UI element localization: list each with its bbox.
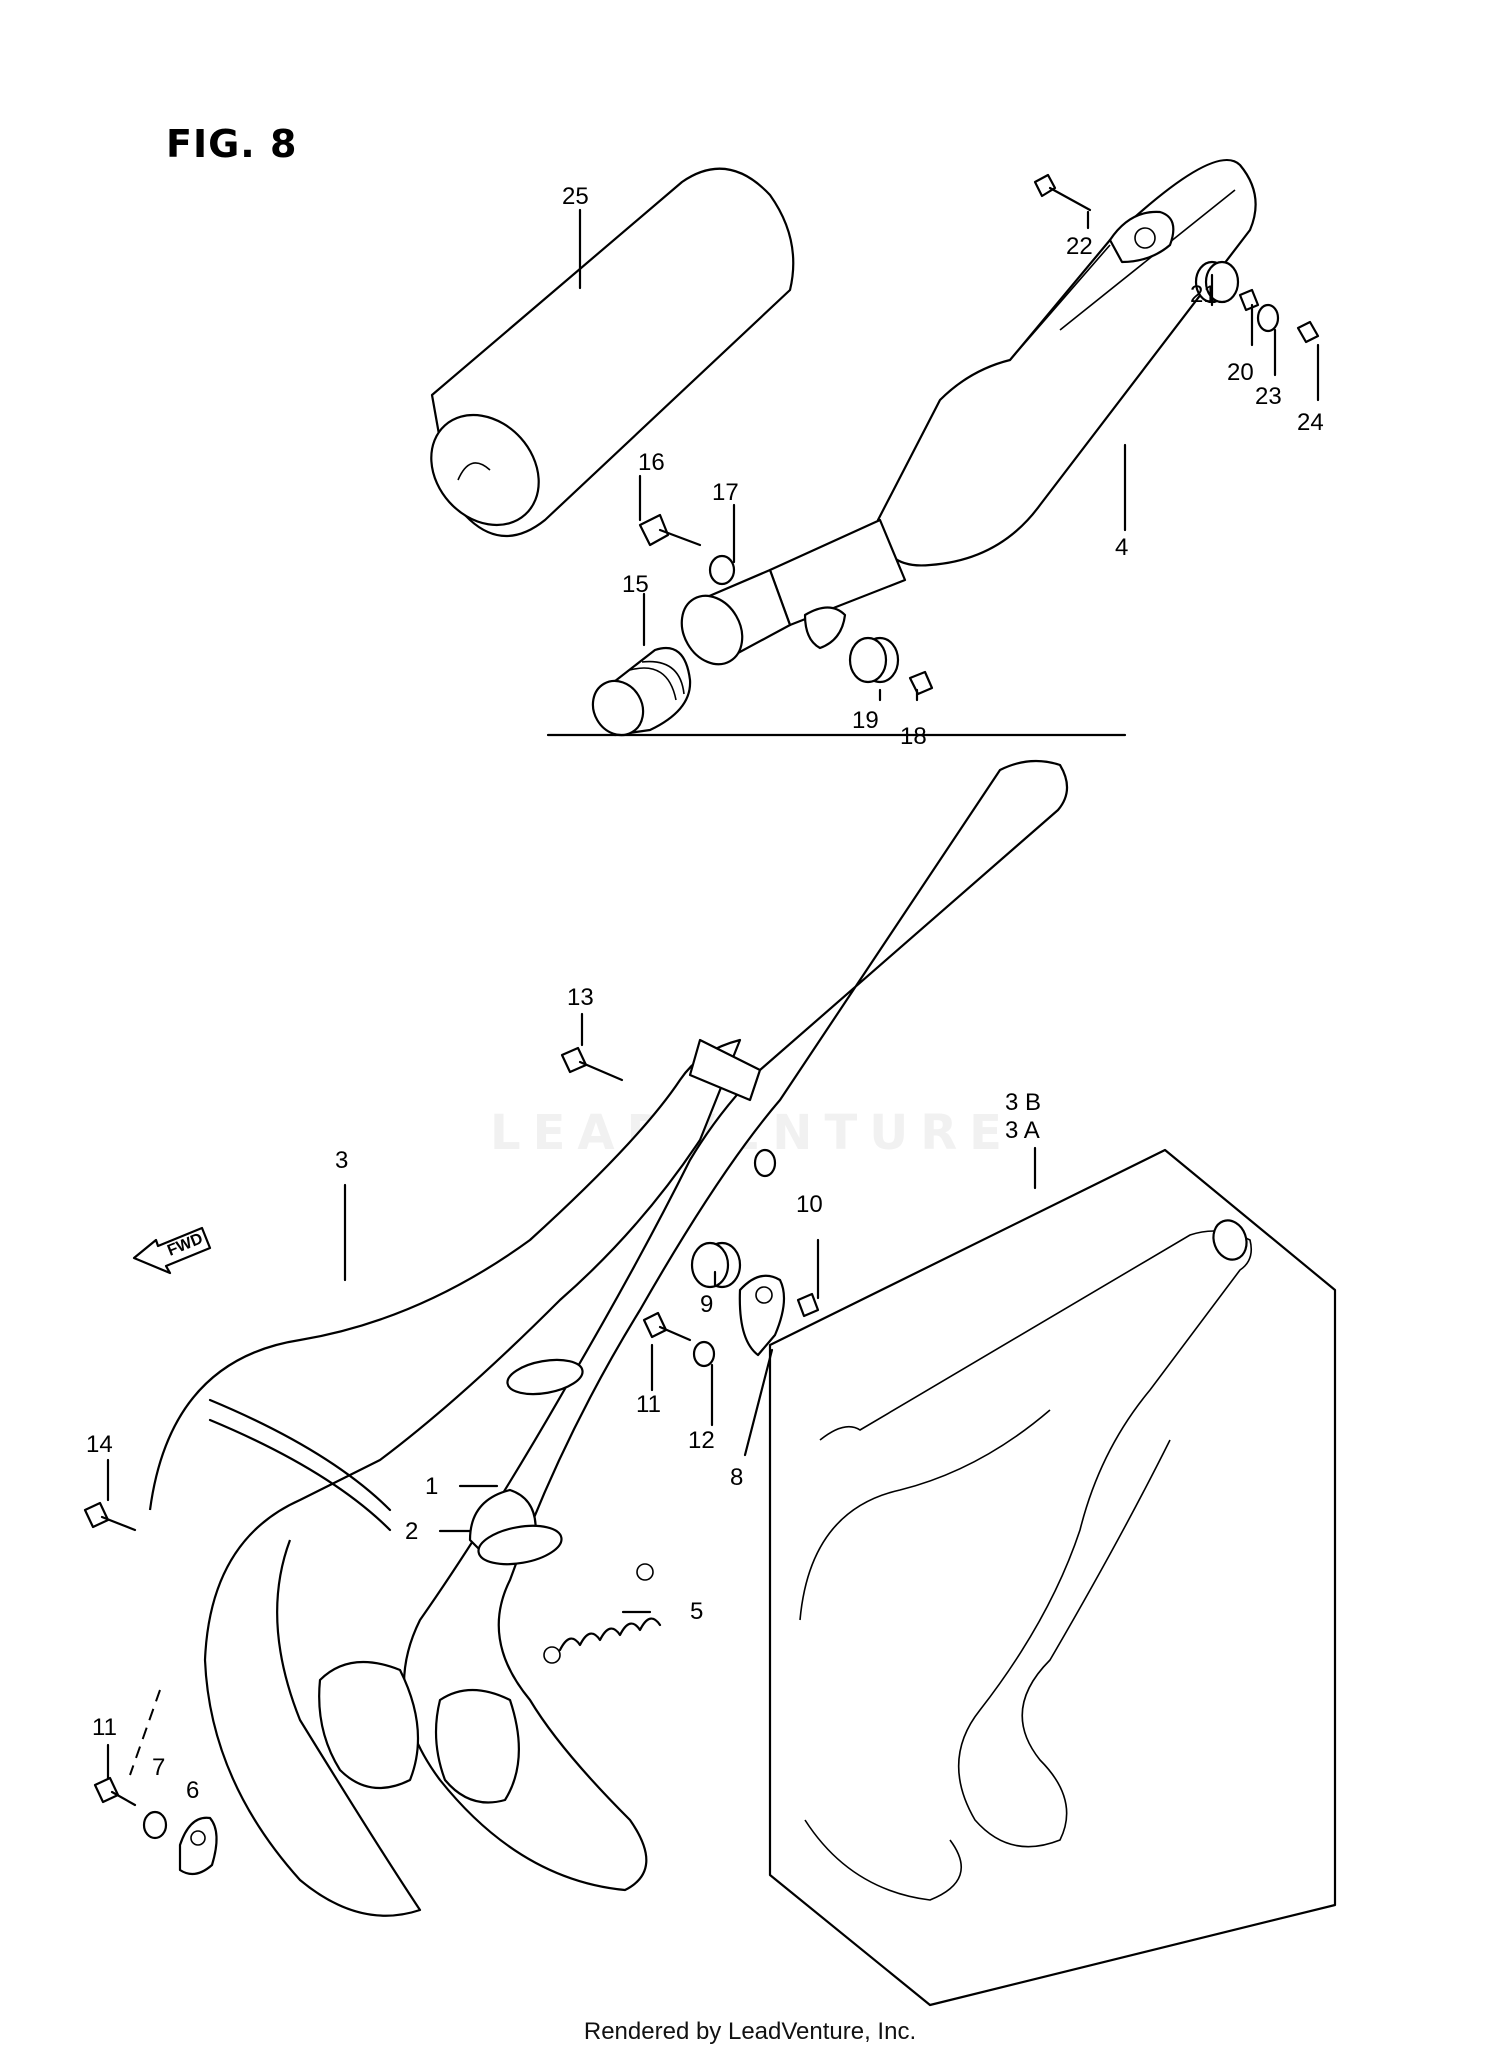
callout-8: 8 <box>730 1464 743 1491</box>
footer-credit: Rendered by LeadVenture, Inc. <box>583 2018 917 2045</box>
part-14-bolt <box>83 1501 137 1532</box>
callout-15: 15 <box>622 571 649 598</box>
callout-3a: 3 A <box>1005 1117 1040 1144</box>
part-22-bolt <box>1033 173 1092 212</box>
callout-2: 2 <box>405 1518 418 1545</box>
part-4-silencer-body <box>680 158 1257 666</box>
callout-14: 14 <box>86 1431 113 1458</box>
part-1-gasket <box>506 1358 584 1396</box>
callout-23: 23 <box>1255 383 1282 410</box>
part-17-washer <box>708 554 736 586</box>
part-10-collar <box>796 1292 820 1318</box>
inset-box-3a-3b <box>768 1148 1337 2007</box>
callout-21: 21 <box>1190 281 1217 308</box>
callout-25: 25 <box>562 183 589 210</box>
dashed-guide-lower <box>129 1689 161 1776</box>
callout-17: 17 <box>712 479 739 506</box>
callout-11-lower: 11 <box>92 1714 117 1741</box>
callout-3: 3 <box>335 1147 348 1174</box>
callout-24: 24 <box>1297 409 1324 436</box>
part-6-cap <box>178 1816 218 1876</box>
part-7-washer <box>142 1810 168 1840</box>
part-11-bolt-lower <box>93 1776 137 1807</box>
part-23-washer <box>1256 303 1280 333</box>
part-16-bolt <box>638 513 702 547</box>
part-24-nut <box>1296 320 1320 344</box>
fwd-direction-badge: FWD <box>132 1226 212 1275</box>
part-5-spring <box>543 1563 662 1664</box>
callout-4: 4 <box>1115 534 1128 561</box>
callout-18: 18 <box>900 723 927 750</box>
part-3-exhaust-pipe <box>148 759 1069 1917</box>
callout-20: 20 <box>1227 359 1254 386</box>
callout-5: 5 <box>690 1598 703 1625</box>
part-12-washer <box>692 1340 716 1368</box>
callout-19: 19 <box>852 707 879 734</box>
callout-16: 16 <box>638 449 665 476</box>
callout-12: 12 <box>688 1427 715 1454</box>
part-2-gasket <box>477 1524 563 1566</box>
part-11-bolt-upper <box>642 1311 692 1342</box>
callout-labels: 1 2 3 3 B 3 A 4 5 6 7 8 9 10 11 11 12 13… <box>86 183 1324 1804</box>
part-19-damper <box>848 636 900 684</box>
part-25-silencer-cover <box>430 167 795 538</box>
part-18-collar <box>908 670 934 696</box>
callout-3b: 3 B <box>1005 1089 1041 1116</box>
part-20-collar <box>1238 288 1260 312</box>
callout-11-upper: 11 <box>636 1391 661 1418</box>
callout-1: 1 <box>425 1473 438 1500</box>
leader-lines <box>106 208 1320 1780</box>
part-8-bracket <box>738 1274 786 1357</box>
part-9-damper <box>690 1241 742 1289</box>
callout-6: 6 <box>186 1777 199 1804</box>
callout-10: 10 <box>796 1191 823 1218</box>
callout-9: 9 <box>700 1291 713 1318</box>
part-15-grommet <box>591 647 692 737</box>
callout-7: 7 <box>152 1754 165 1781</box>
figure-title: FIG. 8 <box>166 122 298 166</box>
part-13-bolt <box>560 1046 624 1082</box>
callout-22: 22 <box>1066 233 1093 260</box>
callout-13: 13 <box>567 984 594 1011</box>
